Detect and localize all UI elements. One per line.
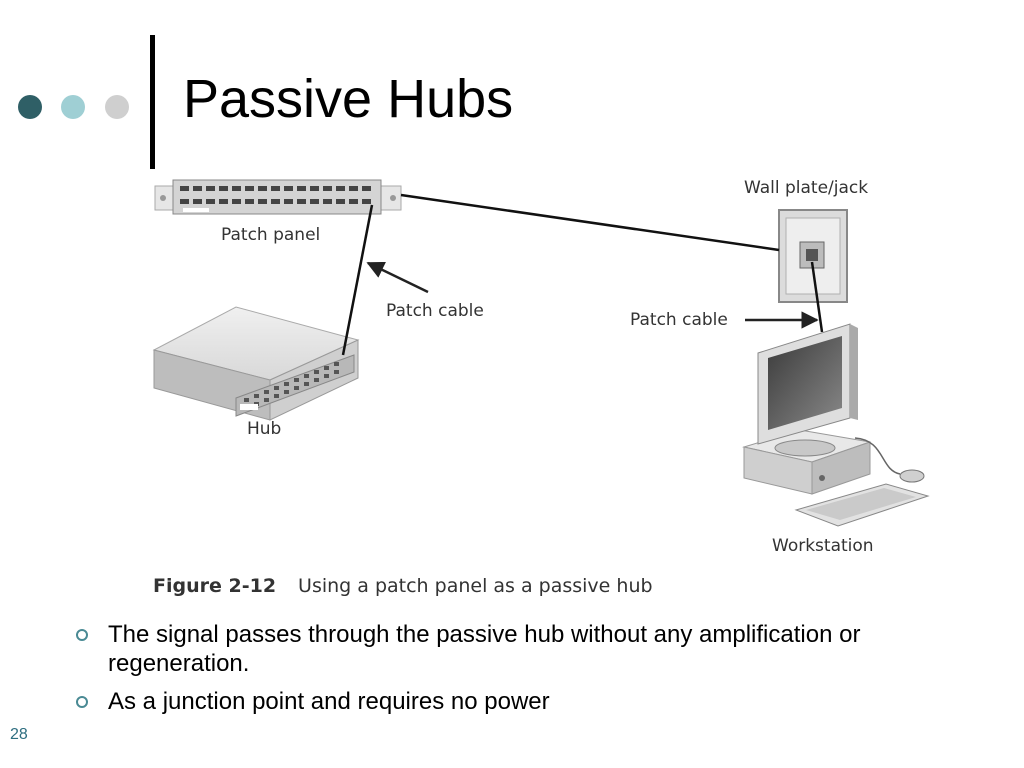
label-patch-cable-left: Patch cable: [386, 301, 484, 321]
page-number: 28: [10, 726, 28, 743]
bullet-text: The signal passes through the passive hu…: [108, 621, 861, 677]
cable-lines: [341, 193, 824, 356]
bullet-circle-icon: [76, 629, 88, 641]
bullet-item: The signal passes through the passive hu…: [72, 620, 982, 678]
slide-title: Passive Hubs: [183, 69, 514, 129]
wall-plate-device: [778, 209, 848, 303]
bullet-item: As a junction point and requires no powe…: [72, 687, 982, 716]
bullet-circle-icon: [76, 696, 88, 708]
label-patch-panel: Patch panel: [221, 225, 320, 245]
patch-cable-left-arrow: [366, 261, 429, 294]
decor-dot-gray: [105, 95, 129, 119]
patch-panel-device: [154, 179, 402, 215]
label-hub: Hub: [247, 419, 281, 439]
label-patch-cable-right: Patch cable: [630, 310, 728, 330]
figure-caption: Figure 2-12 Using a patch panel as a pass…: [153, 575, 653, 597]
workstation-device: [742, 323, 930, 527]
decor-dot-teal: [61, 95, 85, 119]
decor-dot-dark: [18, 95, 42, 119]
bullet-text: As a junction point and requires no powe…: [108, 688, 550, 715]
title-divider: [150, 35, 155, 169]
hub-device: [152, 306, 360, 421]
figure-caption-text: Using a patch panel as a passive hub: [298, 575, 653, 597]
network-diagram: Patch panel Wall plate/jack Patch cable …: [152, 178, 930, 556]
label-workstation: Workstation: [772, 536, 874, 556]
label-wall-plate: Wall plate/jack: [744, 178, 868, 198]
bullet-list: The signal passes through the passive hu…: [72, 620, 982, 725]
figure-number: Figure 2-12: [153, 575, 277, 597]
